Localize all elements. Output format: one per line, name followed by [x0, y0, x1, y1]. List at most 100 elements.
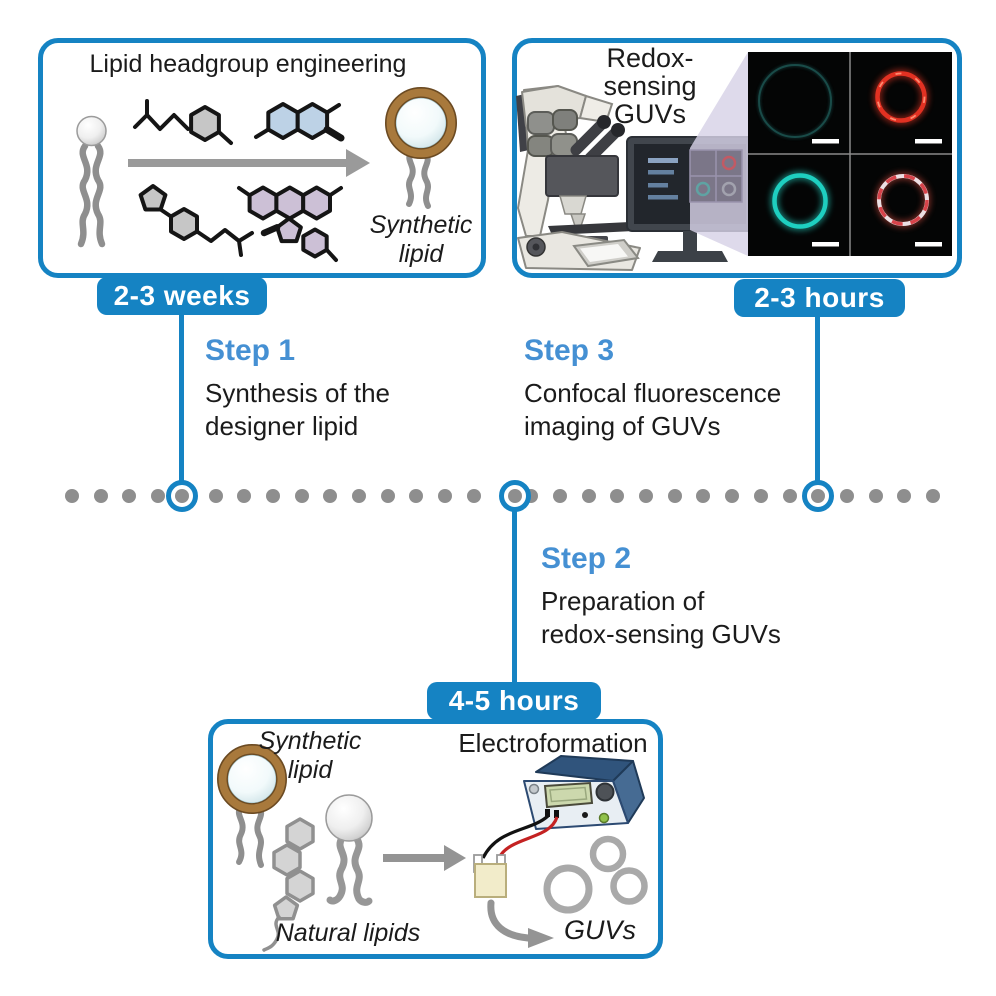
timeline-dot	[151, 489, 166, 503]
timeline-dot	[65, 489, 79, 503]
scale-bar	[915, 139, 942, 144]
panel2-title-line3: GUVs	[613, 99, 686, 129]
panel3-title: Electroformation	[458, 728, 648, 758]
timeline-dot	[552, 489, 567, 503]
timeline-dot	[294, 489, 309, 503]
duration-badge-step2: 4-5 hours	[427, 682, 601, 720]
panel1-title: Lipid headgroup engineering	[89, 50, 407, 78]
duration-badge-step3: 2-3 hours	[734, 279, 905, 317]
redox-guvs-illustration	[516, 52, 952, 271]
timeline-dot	[237, 489, 252, 503]
guv-circles-icon	[543, 835, 648, 914]
natural-lipid-icon	[325, 794, 373, 906]
guv-image-cyan	[770, 171, 830, 231]
timeline-node-dot	[508, 489, 522, 503]
timeline-dot	[265, 489, 280, 503]
panel2-title: Redox- sensing GUVs	[555, 44, 745, 128]
step3-description-line1: Confocal fluorescence	[524, 378, 782, 408]
step1-description-line1: Synthesis of the	[205, 378, 390, 408]
monitor-ui-line	[648, 195, 678, 200]
timeline-dot	[409, 489, 424, 503]
panel2-title-line2: sensing	[603, 71, 697, 101]
monitor-thumbnail-grid	[689, 149, 743, 203]
step1-block: Step 1 Synthesis of the designer lipid	[205, 334, 390, 443]
step2-description-line1: Preparation of	[541, 586, 705, 616]
synthetic-lipid-label-line2: lipid	[398, 240, 444, 268]
step1-label: Step 1	[205, 334, 296, 367]
timeline-dot	[639, 489, 653, 503]
synthetic-lipid-icon	[384, 87, 457, 209]
guvs-curved-arrow-icon	[487, 899, 554, 948]
timeline-node-step3	[802, 480, 834, 512]
timeline-node-dot	[811, 489, 825, 503]
synthetic-lipid-label-2-line2: lipid	[287, 756, 333, 784]
connector-step3	[815, 315, 820, 482]
step2-description-line2: redox-sensing GUVs	[541, 619, 781, 649]
chemical-structure-4-icon	[237, 185, 343, 262]
timeline-dot	[466, 489, 481, 503]
timeline-dot	[868, 489, 883, 503]
electroformation-chamber-icon	[473, 854, 507, 898]
synthetic-lipid-icon-2	[217, 743, 288, 868]
synthetic-lipid-label-line1: Synthetic	[369, 211, 473, 239]
guv-image-faint	[757, 63, 833, 139]
timeline-dot	[323, 489, 338, 503]
step3-description-line2: imaging of GUVs	[524, 411, 721, 441]
timeline-dot	[839, 489, 854, 503]
step1-description-line2: designer lipid	[205, 411, 359, 441]
scale-bar	[915, 242, 942, 247]
timeline-dot	[122, 489, 137, 503]
monitor-ui-line	[648, 170, 674, 175]
timeline-dot	[352, 489, 366, 503]
timeline-node-step1	[166, 480, 198, 512]
guv-image-red	[873, 69, 929, 125]
monitor-ui-line	[648, 183, 668, 188]
step3-block: Step 3 Confocal fluorescence imaging of …	[524, 334, 781, 443]
timeline-dot	[696, 489, 711, 503]
connector-step1	[179, 313, 184, 482]
lipid-icon	[76, 115, 107, 248]
synthetic-lipid-label-2: Synthetic lipid	[249, 727, 371, 785]
synthetic-lipid-label-2-line1: Synthetic	[258, 727, 362, 755]
chemical-structure-2-icon	[254, 102, 345, 142]
natural-lipids-label: Natural lipids	[275, 919, 421, 947]
timeline-node-dot	[175, 489, 189, 503]
cholesterol-icon	[262, 817, 315, 952]
red-wire	[497, 816, 559, 859]
step3-label: Step 3	[524, 334, 615, 367]
timeline-dot	[667, 489, 682, 503]
black-wire	[481, 814, 550, 859]
fluorescence-panel	[748, 52, 952, 256]
timeline-dot	[897, 489, 912, 503]
monitor-ui-line	[648, 158, 678, 163]
timeline-dot	[208, 489, 223, 503]
chemical-structure-1-icon	[133, 99, 233, 145]
scale-bar	[812, 242, 839, 247]
microscope-icon	[516, 85, 641, 271]
reaction-arrow-icon	[128, 149, 370, 177]
scale-bar	[812, 139, 839, 144]
duration-badge-step1: 2-3 weeks	[97, 277, 267, 315]
panel2-title-line1: Redox-	[606, 43, 694, 73]
timeline-dot	[725, 489, 740, 503]
chemical-structure-3-icon	[138, 184, 254, 257]
electroformation-arrow-icon	[383, 845, 466, 871]
timeline-dot	[581, 489, 596, 503]
connector-step2	[512, 511, 517, 683]
timeline-node-step2	[499, 480, 531, 512]
timeline-dot	[610, 489, 625, 503]
step2-label: Step 2	[541, 542, 632, 575]
step2-block: Step 2 Preparation of redox-sensing GUVs	[541, 542, 781, 651]
guvs-label: GUVs	[563, 915, 636, 945]
timeline-dot	[782, 489, 797, 503]
synthetic-lipid-label: Synthetic lipid	[360, 211, 482, 269]
timeline-dot	[753, 489, 768, 503]
timeline-dot	[93, 489, 108, 503]
guv-image-merged	[875, 172, 931, 228]
timeline-dot	[380, 489, 395, 503]
timeline-dot	[926, 489, 940, 503]
lipid-engineering-illustration	[76, 87, 457, 262]
electroformation-device-icon	[481, 755, 645, 859]
timeline-dot	[438, 489, 453, 503]
